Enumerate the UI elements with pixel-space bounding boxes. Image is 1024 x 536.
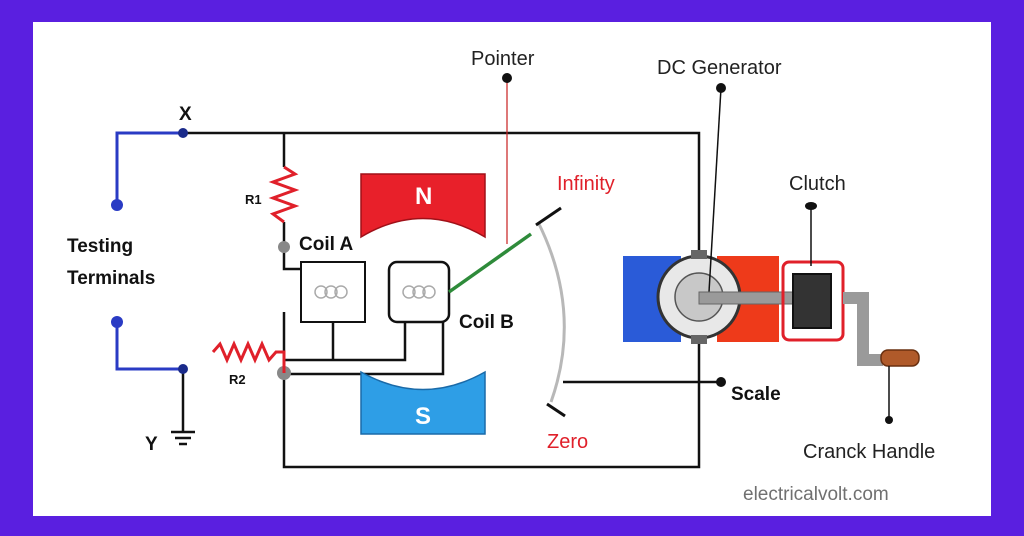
label-y: Y (145, 434, 158, 455)
label-testing: Testing (67, 236, 133, 257)
label-x: X (179, 104, 192, 125)
label-clutch: Clutch (789, 173, 846, 195)
label-north-pole: N (415, 183, 432, 210)
junction-y (178, 364, 188, 374)
crank-arm (843, 292, 883, 366)
label-pointer: Pointer (471, 48, 535, 70)
label-dc-generator: DC Generator (657, 57, 782, 79)
label-south-pole: S (415, 403, 431, 430)
pointer-needle (447, 232, 533, 294)
label-crank-handle: Cranck Handle (803, 441, 935, 463)
clutch-leader-dot (805, 202, 817, 210)
coil-b-box (387, 260, 451, 324)
coil-b-return-wire (284, 312, 445, 376)
diagram-frame: Pointer DC Generator Infinity Clutch Tes… (33, 22, 991, 516)
junction-x (178, 128, 188, 138)
crank-leader-dot (885, 416, 893, 424)
clutch-body (792, 273, 832, 329)
south-pole-magnet (360, 370, 486, 435)
coil-b-winding-icon (402, 285, 436, 299)
generator-top-brush (691, 250, 707, 259)
top-rail-wire (183, 131, 701, 250)
label-terminals: Terminals (67, 268, 155, 289)
r1-to-coil-a-wire (282, 222, 301, 271)
label-coil-a: Coil A (299, 234, 353, 255)
scale-leader-dot (716, 377, 726, 387)
label-r1: R1 (245, 192, 262, 207)
terminal-x-lead (115, 131, 183, 205)
terminal-x-dot (111, 199, 123, 211)
terminal-y-dot (111, 316, 123, 328)
label-r2: R2 (229, 372, 246, 387)
generator-shaft (698, 291, 806, 305)
pointer-leader-dot (502, 73, 512, 83)
watermark: electricalvolt.com (743, 484, 889, 505)
scale-infinity-tick (535, 206, 562, 227)
coil-a-box (300, 261, 366, 323)
junction-r1-coil-a (278, 241, 290, 253)
resistor-r1 (268, 165, 300, 224)
megger-circuit-diagram: Pointer DC Generator Infinity Clutch Tes… (67, 48, 935, 505)
coil-a-winding-icon (314, 285, 348, 299)
terminal-y-lead (115, 322, 183, 371)
dc-generator-leader-line (708, 87, 722, 293)
label-scale: Scale (731, 384, 781, 405)
resistor-r2 (211, 340, 286, 373)
bottom-rail-wire (282, 344, 701, 469)
ground-icon (171, 430, 195, 446)
label-coil-b: Coil B (459, 312, 514, 333)
generator-bottom-brush (691, 335, 707, 344)
label-infinity: Infinity (557, 173, 615, 195)
coil-b-feed-wire (284, 322, 407, 362)
scale-zero-tick (546, 402, 566, 418)
meter-scale-arc (536, 221, 566, 403)
dc-generator-leader-dot (716, 83, 726, 93)
label-zero: Zero (547, 431, 588, 453)
crank-grip (880, 349, 920, 367)
north-pole-magnet (360, 173, 486, 239)
